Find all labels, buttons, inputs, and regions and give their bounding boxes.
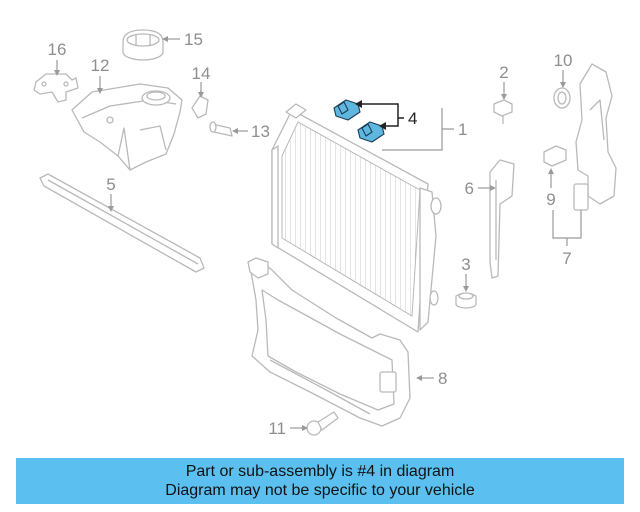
callout-4: 4 (408, 109, 417, 128)
callout-8: 8 (438, 369, 447, 388)
leader-lines (54, 36, 582, 431)
leader-part-4 (355, 100, 404, 130)
cap-part-15 (122, 29, 164, 61)
banner-line-part-number: Part or sub-assembly is #4 in diagram (185, 463, 455, 480)
callout-6: 6 (465, 179, 474, 198)
hose-part-13 (209, 121, 233, 137)
callout-12: 12 (91, 56, 110, 75)
shroud-part-8 (247, 257, 411, 427)
callout-1: 1 (458, 120, 467, 139)
callout-9: 9 (546, 190, 555, 209)
air-duct-part-7 (573, 63, 617, 211)
callout-11: 11 (268, 419, 286, 438)
callout-7: 7 (562, 249, 571, 268)
callout-5: 5 (106, 175, 115, 194)
bolt-part-2 (493, 99, 513, 124)
callout-10: 10 (554, 51, 573, 70)
parts-diagram: 16 12 15 14 13 5 4 1 2 6 3 10 9 7 8 11 (33, 29, 617, 438)
callout-14: 14 (192, 64, 211, 83)
clip-part-9 (543, 145, 567, 167)
grommet-part-3 (455, 292, 477, 309)
expansion-tank-part-12 (71, 83, 183, 171)
clamp-part-10 (553, 87, 571, 109)
callout-16: 16 (48, 40, 67, 59)
banner-line-disclaimer: Diagram may not be specific to your vehi… (165, 482, 475, 499)
bracket-part-16 (33, 73, 79, 103)
info-banner: Part or sub-assembly is #4 in diagram Di… (16, 458, 624, 504)
side-bracket-part-6 (489, 159, 515, 279)
highlighted-clip-part-4 (333, 99, 385, 143)
callout-15: 15 (184, 30, 203, 49)
seal-strip-part-5 (39, 173, 205, 273)
screw-part-11 (306, 411, 339, 436)
radiator-part-1 (271, 103, 442, 333)
callout-13: 13 (251, 122, 270, 141)
callout-labels: 16 12 15 14 13 5 4 1 2 6 3 10 9 7 8 11 (48, 30, 573, 438)
callout-2: 2 (499, 63, 508, 82)
callout-3: 3 (461, 255, 470, 274)
